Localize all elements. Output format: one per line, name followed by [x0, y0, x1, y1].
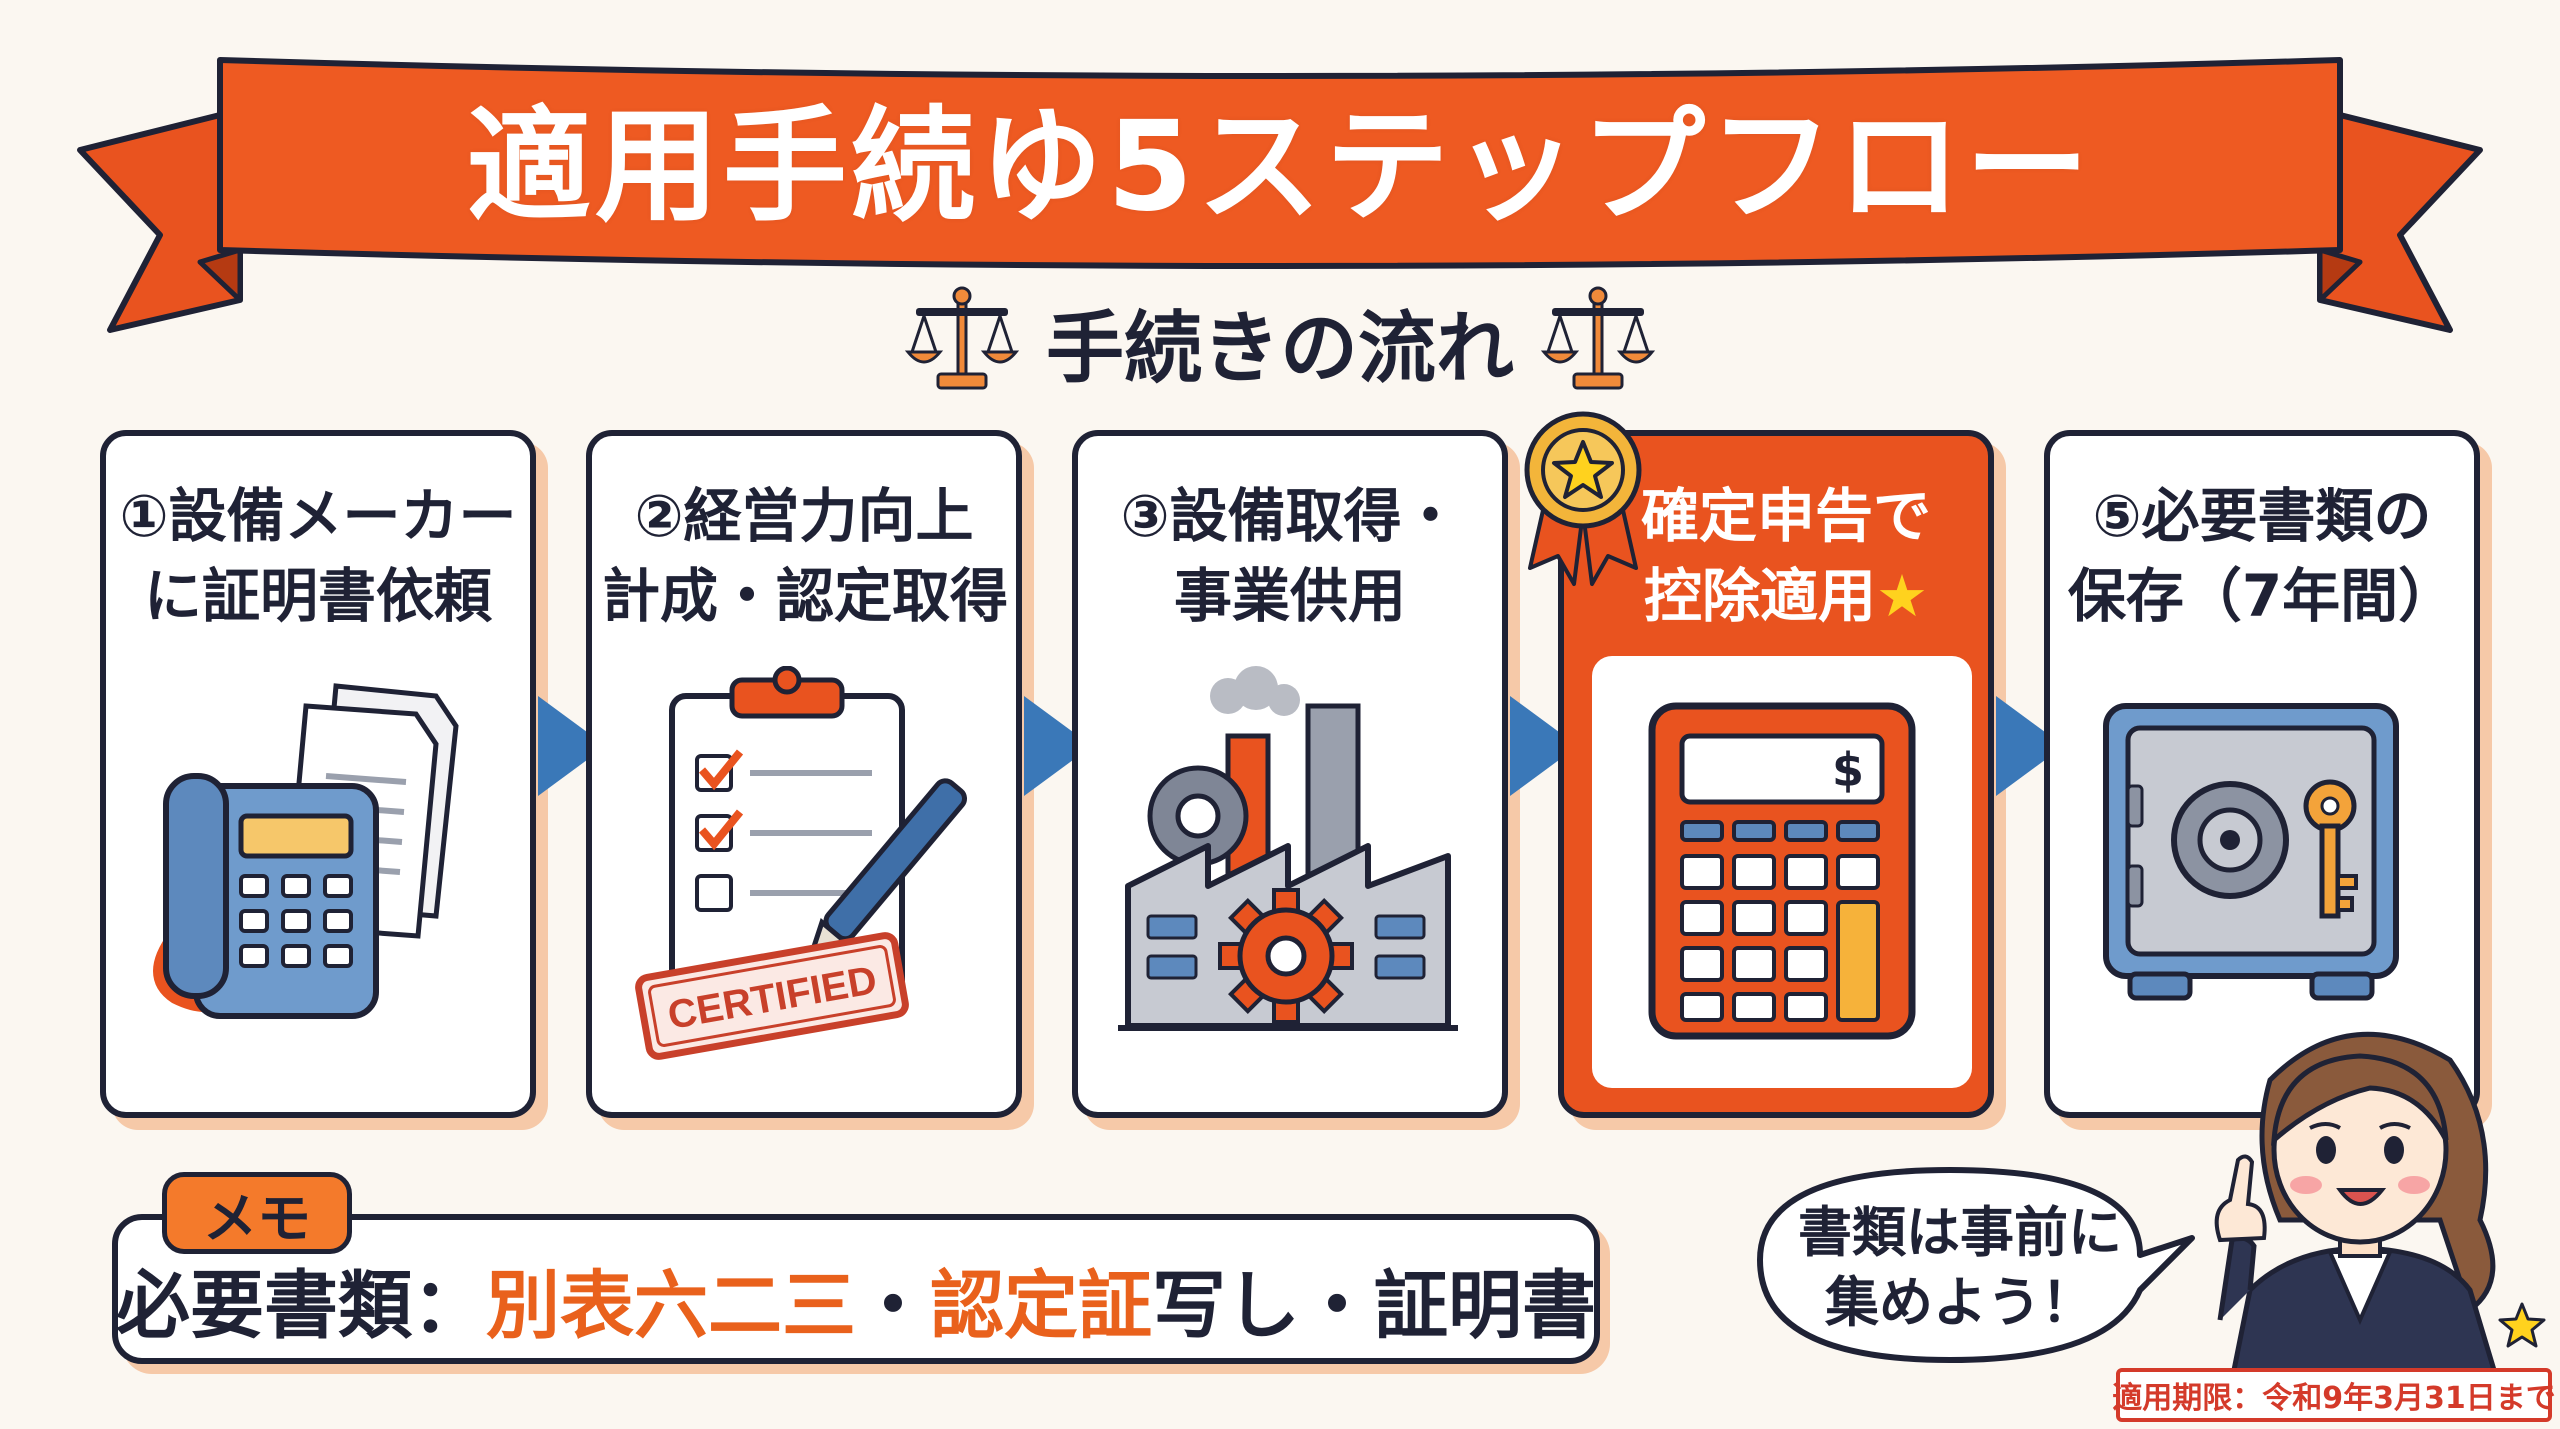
clipboard-certified-icon: CERTIFIED [635, 666, 967, 1060]
subtitle-row: 手続きの流れ [860, 282, 1700, 402]
speech-bubble [1757, 1167, 2195, 1363]
award-medal-icon [1524, 411, 1642, 586]
memo-item: 別表六二三 [486, 1262, 856, 1349]
arrow-right-icon [1510, 696, 1578, 796]
step-title-line: ②経営力向上 [634, 482, 974, 550]
step-title-line: ③設備取得・ [1120, 482, 1460, 550]
memo-separator: ・ [856, 1262, 930, 1349]
step-title-text: 控除適用 [1643, 562, 1876, 630]
memo-tag: メモ [162, 1172, 352, 1254]
subtitle: 手続きの流れ [1045, 304, 1514, 394]
phone-documents-icon [153, 683, 459, 1019]
arrow-right-icon [1024, 696, 1092, 796]
star-icon [2498, 1302, 2546, 1348]
memo-box: 必要書類： 別表六二三 ・ 認定証 写し・証明書 [112, 1214, 1600, 1364]
step-card-1: ①設備メーカー に証明書依頼 [100, 430, 536, 1118]
step-title-line: 控除適用★ [1594, 556, 1978, 636]
step-title: ②経営力向上 計成・認定取得 [592, 476, 1016, 636]
factory-gear-icon [1118, 666, 1458, 1031]
step-title-line: ①設備メーカー [119, 482, 517, 550]
calculator-icon: $ [1648, 702, 1916, 1040]
step-title-line: に証明書依頼 [143, 562, 492, 630]
businesswoman-illustration [2214, 1031, 2503, 1390]
star-icon: ★ [1876, 562, 1928, 630]
step-title-line: 保存（7年間） [2067, 562, 2457, 630]
speech-bubble-text: 書類は事前に 集めよう！ [1760, 1198, 2160, 1338]
step-title-line: 事業供用 [1173, 562, 1406, 630]
step-title: ③設備取得・ 事業供用 [1078, 476, 1502, 636]
step-title-line: ⑤必要書類の [2092, 482, 2432, 550]
banner-title: 適用手続ゆ5ステップフロー [466, 95, 2094, 239]
arrow-right-icon [1996, 696, 2064, 796]
step-title: ①設備メーカー に証明書依頼 [106, 476, 530, 636]
calculator-display-symbol: $ [1832, 743, 1864, 797]
title-ribbon [77, 57, 2483, 333]
balance-scale-icon [904, 286, 1020, 390]
step-card-2: ②経営力向上 計成・認定取得 CERTIFIED [586, 430, 1022, 1118]
step-card-5: ⑤必要書類の 保存（7年間） [2044, 430, 2480, 1118]
speech-line: 書類は事前に [1798, 1201, 2122, 1264]
arrow-right-icon [538, 696, 606, 796]
balance-scale-icon [1540, 286, 1656, 390]
safe-key-icon [2103, 703, 2399, 1001]
step-title-line: 確定申告で [1640, 482, 1931, 550]
memo-label: 必要書類： [116, 1262, 486, 1349]
memo-rest: 写し・証明書 [1152, 1262, 1596, 1349]
step-card-3: ③設備取得・ 事業供用 [1072, 430, 1508, 1118]
step-title-line: 計成・認定取得 [602, 562, 1009, 630]
speech-line: 集めよう！ [1825, 1271, 2095, 1334]
step-title: ⑤必要書類の 保存（7年間） [2050, 476, 2474, 636]
memo-item: 認定証 [930, 1262, 1152, 1349]
deadline-label: 適用期限：令和9年3月31日まで [2112, 1368, 2556, 1422]
step-title: 確定申告で 控除適用★ [1564, 476, 1988, 636]
